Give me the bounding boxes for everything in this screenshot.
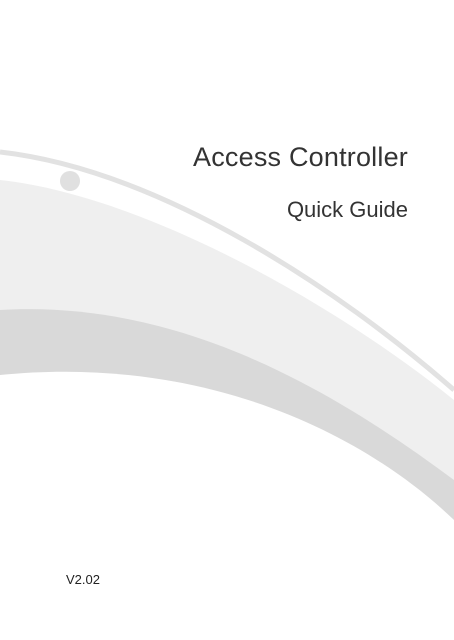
document-subtitle: Quick Guide <box>286 197 408 222</box>
arc-line <box>0 149 454 392</box>
white-sweep <box>0 371 454 640</box>
version-label: V2.02 <box>66 572 100 587</box>
document-title: Access Controller <box>193 142 408 172</box>
arc-dot <box>60 171 80 191</box>
